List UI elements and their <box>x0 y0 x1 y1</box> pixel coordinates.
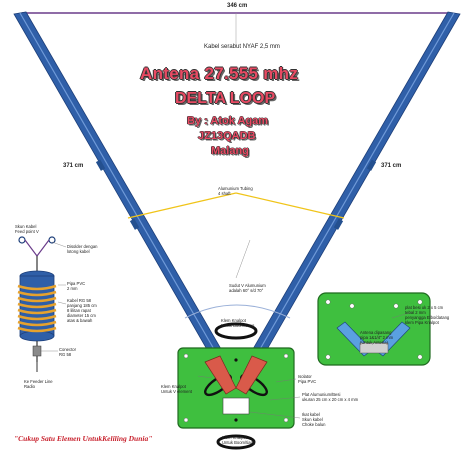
mounting-plate <box>177 322 295 450</box>
title-callsign: JZ13QADB <box>198 130 256 142</box>
right-arm-length: 371 cm <box>381 163 402 169</box>
left-arm <box>13 11 233 373</box>
title-frequency: Antena 27.555 mhz <box>140 64 299 83</box>
top-wire-label: Kabel serabut NYAF 2,5 mm <box>204 44 280 50</box>
tubing-leaders <box>127 192 345 219</box>
title-antenna-type: DELTA LOOP <box>175 90 276 107</box>
title-city: Malang <box>211 145 249 157</box>
leader-lines <box>41 239 413 419</box>
title-author: By : Atok Agam <box>187 115 269 127</box>
left-arm-length: 371 cm <box>63 163 84 169</box>
coil-assembly <box>17 236 57 372</box>
detail-plate <box>317 292 431 366</box>
top-wire-length: 346 cm <box>227 3 248 9</box>
angle-arc <box>184 304 291 319</box>
motto: "Cukup Satu Elemen UntukKeliling Dunia" <box>14 434 153 443</box>
